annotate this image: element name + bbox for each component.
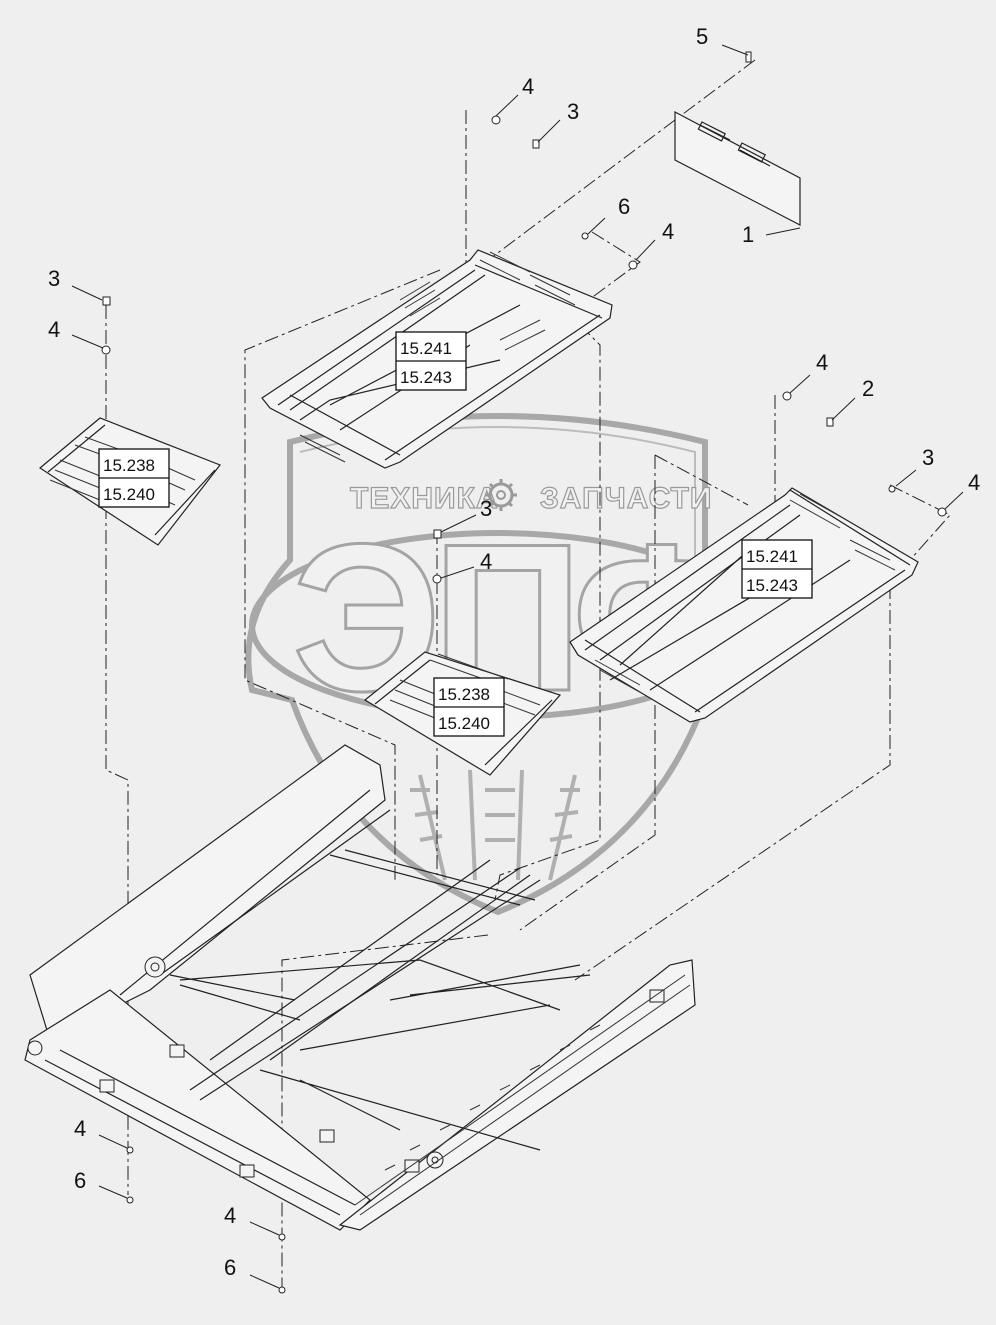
- ref-left-sieve-1: 15.238: [103, 456, 155, 475]
- ref-box-center-sieve: 15.238 15.240: [433, 677, 505, 737]
- callout-3-left: 3: [48, 266, 60, 291]
- callout-5-top: 5: [696, 24, 708, 49]
- ref-box-upper-frame: 15.241 15.243: [395, 331, 467, 391]
- callout-6-bottom-left: 6: [74, 1168, 86, 1193]
- callout-4-bottom-left: 4: [74, 1116, 86, 1141]
- callout-labels: 5 4 3 1 6 4 3 4 4 2 3 4 3 4 4 6 4 6: [48, 24, 980, 1280]
- assembly-lines: [105, 59, 951, 1290]
- ref-box-right-frame: 15.241 15.243: [741, 539, 813, 599]
- callout-4-top: 4: [522, 74, 534, 99]
- ref-upper-frame-2: 15.243: [400, 368, 452, 387]
- ref-upper-frame-1: 15.241: [400, 339, 452, 358]
- callout-4-far-right: 4: [968, 470, 980, 495]
- leader-lines: [71, 44, 964, 1289]
- ref-right-frame-1: 15.241: [746, 547, 798, 566]
- shield-plate: [674, 111, 801, 226]
- base-chassis: [24, 744, 696, 1231]
- watermark-text-right: ЗАПЧАСТИ: [540, 482, 712, 515]
- callout-2-right: 2: [862, 376, 874, 401]
- ref-center-sieve-1: 15.238: [438, 685, 490, 704]
- callout-4-upper: 4: [662, 219, 674, 244]
- callout-3-center: 3: [480, 496, 492, 521]
- wheat-icon: [410, 769, 580, 881]
- watermark-text-left: ТЕХНИКА: [350, 482, 499, 515]
- ref-box-left-sieve: 15.238 15.240: [98, 448, 170, 508]
- callout-1-shield: 1: [742, 222, 754, 247]
- callout-6-upper: 6: [618, 194, 630, 219]
- callout-3-top: 3: [567, 99, 579, 124]
- fasteners: [101, 51, 947, 1294]
- callout-4-left: 4: [48, 317, 60, 342]
- right-sieve-frame: [569, 487, 919, 723]
- ref-left-sieve-2: 15.240: [103, 485, 155, 504]
- gear-icon: [485, 479, 517, 511]
- watermark-shield: [245, 413, 750, 916]
- ref-right-frame-2: 15.243: [746, 576, 798, 595]
- callout-4-bottom-mid: 4: [224, 1203, 236, 1228]
- callout-4-center: 4: [480, 549, 492, 574]
- callout-4-right: 4: [816, 350, 828, 375]
- callout-3-right: 3: [922, 445, 934, 470]
- callout-6-bottom-mid: 6: [224, 1255, 236, 1280]
- ref-center-sieve-2: 15.240: [438, 714, 490, 733]
